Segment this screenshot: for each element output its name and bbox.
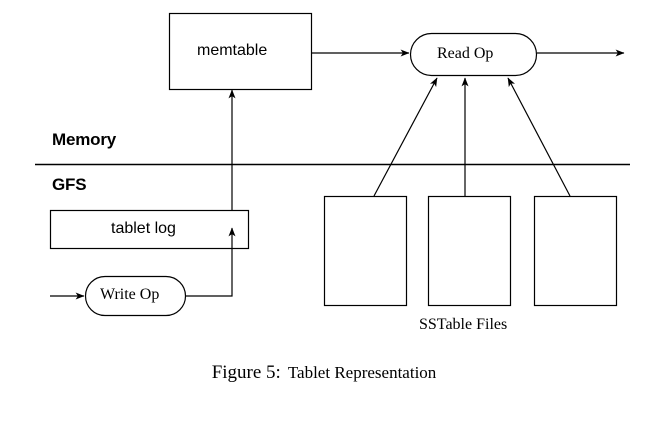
edge-sstable-1-to-read-op	[373, 77, 438, 197]
tablet-log-box	[49, 209, 250, 250]
figure-caption-title: Tablet Representation	[287, 363, 437, 382]
memtable-box	[168, 12, 313, 91]
sstable-file-3	[533, 195, 618, 307]
sstable-file-2	[427, 195, 512, 307]
memory-tier-label: Memory	[52, 130, 116, 149]
memtable-label: memtable	[197, 42, 268, 59]
figure-caption-label: Figure 5:	[211, 362, 281, 383]
gfs-tier-label: GFS	[52, 175, 87, 194]
read-op-oval	[409, 32, 538, 77]
read-op-label: Read Op	[437, 45, 494, 62]
edge-write-op-to-tablet-log	[185, 227, 236, 297]
figure-caption: Figure 5: Tablet Representation	[0, 362, 648, 384]
sstable-file-1	[323, 195, 408, 307]
edge-sstable-3-to-read-op	[507, 77, 571, 197]
write-op-label: Write Op	[100, 286, 160, 303]
sstable-files-label: SSTable Files	[419, 316, 508, 333]
tablet-log-label: tablet log	[111, 220, 176, 237]
